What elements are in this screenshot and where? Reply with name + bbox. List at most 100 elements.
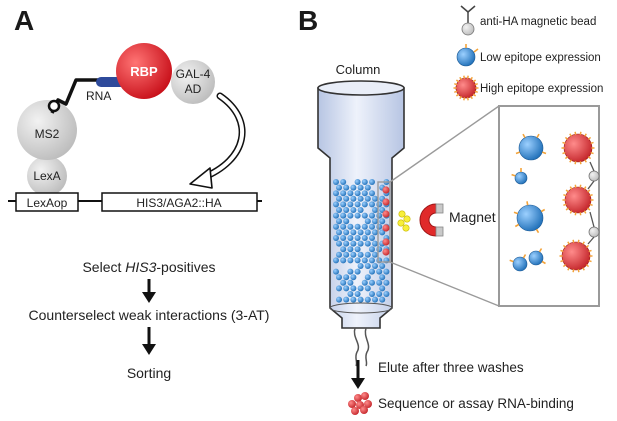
rbp-protein [116, 43, 172, 99]
column-low-cell [364, 263, 371, 269]
column-low-cell [364, 229, 371, 236]
column-low-cell [343, 285, 350, 292]
column-low-cell [357, 296, 364, 303]
column-low-cell [364, 296, 371, 303]
elute-arrow-head [351, 378, 365, 389]
column-low-cell [361, 223, 368, 230]
panel-b: B Column Magnet [298, 5, 603, 415]
column-bottom-rim [329, 302, 393, 314]
column-low-cell [364, 195, 371, 202]
column-high-cell [382, 224, 390, 232]
column-low-cell [347, 268, 354, 275]
column-low-cell [333, 179, 339, 185]
column-low-cell [343, 207, 350, 213]
column-low-cell [379, 296, 386, 303]
column-low-cell [336, 195, 342, 202]
column-low-cell [350, 251, 357, 258]
column-low-cell [350, 229, 357, 236]
column-low-cell [364, 240, 371, 247]
inset-magnetic-bead [588, 226, 600, 238]
column-low-cell [369, 279, 375, 286]
column-low-cell [354, 223, 361, 230]
column-low-cell [343, 218, 350, 225]
column-low-cell [354, 235, 361, 241]
legend-label-high: High epitope expression [480, 83, 603, 95]
magnet-icon [419, 203, 444, 237]
inset-low-cell [528, 248, 546, 266]
column-low-cell [379, 263, 386, 269]
column-low-cell [383, 291, 390, 297]
column-low-cell [347, 291, 354, 297]
column-low-cell [372, 207, 378, 213]
column-low-cell [350, 240, 357, 247]
ms2-protein [17, 100, 77, 160]
low-epitope-cell-icon [456, 44, 479, 67]
lexa-label: LexA [33, 169, 60, 183]
column-low-cell [361, 257, 368, 264]
column-low-cell [354, 291, 361, 297]
step-2-text: Counterselect weak interactions (3-AT) [29, 307, 270, 323]
column-low-cell [333, 190, 339, 197]
column-low-cell [336, 251, 342, 258]
column-low-cell [347, 201, 354, 208]
bead-linker [587, 180, 595, 190]
column-low-cell [343, 184, 350, 191]
column-low-cell [350, 184, 357, 191]
column-low-cell [379, 274, 386, 281]
column-low-cell [340, 201, 347, 208]
column-low-cell [357, 184, 364, 191]
column-low-cell [361, 279, 368, 286]
column-low-cell [340, 179, 347, 185]
column-low-cell [343, 251, 350, 258]
bead-linker [589, 161, 595, 172]
column-low-cell [343, 274, 350, 281]
column-low-cell [333, 201, 339, 208]
column-low-cell [376, 246, 383, 253]
inset-low-cell [509, 254, 528, 272]
column-low-cell [369, 223, 375, 230]
lexa-protein [27, 156, 67, 196]
column-low-cell [379, 229, 386, 236]
column-low-cell [336, 296, 342, 303]
column-low-cell [357, 285, 364, 292]
column-low-cell [340, 212, 347, 219]
legend-high-cell-body [453, 75, 479, 101]
column-low-cell [357, 195, 364, 202]
column-low-cell [369, 268, 375, 275]
column-low-cell [354, 179, 361, 185]
panel-b-letter: B [298, 5, 318, 36]
column-low-cell [376, 201, 383, 208]
column-low-cell [376, 268, 383, 275]
bead-linker [589, 211, 595, 228]
column-low-cell [343, 296, 350, 303]
column-top [317, 80, 405, 96]
column-low-cell [347, 212, 354, 219]
column-low-cell [336, 184, 342, 191]
elute-text: Elute after three washes [378, 360, 524, 375]
column-low-cell [361, 201, 368, 208]
inset-low-cell [511, 168, 528, 185]
zoom-line-top [389, 105, 500, 183]
column-low-cell [347, 257, 354, 264]
bead-linker [587, 236, 595, 245]
rna-hairpin [47, 99, 61, 113]
column-low-cell [379, 218, 386, 225]
reporter-box [101, 192, 258, 212]
column-low-cell [364, 285, 371, 292]
step-3-text: Sorting [127, 365, 171, 381]
column-low-cell [343, 240, 350, 247]
zoom-line-bottom [389, 261, 500, 307]
column-high-cell [382, 186, 390, 194]
step-arrow-1-head [142, 292, 156, 303]
legend-label-bead: anti-HA magnetic bead [480, 16, 596, 28]
column-low-cell [372, 195, 378, 202]
column-high-cell [382, 248, 390, 256]
column-low-cell [354, 257, 361, 264]
column-low-cell [340, 257, 347, 264]
gal4-ad-protein [171, 60, 215, 104]
column-low-cell [333, 257, 339, 264]
column-low-cell [383, 279, 390, 286]
reporter-label: HIS3/AGA2::HA [136, 196, 221, 210]
